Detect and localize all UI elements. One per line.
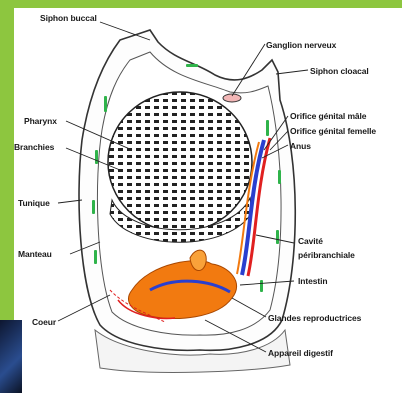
- label-cavite: Cavité: [298, 236, 323, 246]
- label-branchies: Branchies: [14, 142, 54, 152]
- label-orifice-genital-femelle: Orifice génital femelle: [290, 126, 376, 136]
- label-anus: Anus: [290, 141, 311, 151]
- label-tunique: Tunique: [18, 198, 50, 208]
- pharynx-basket: [108, 92, 252, 232]
- label-glandes-reproductrices: Glandes reproductrices: [268, 313, 361, 323]
- label-siphon-buccal: Siphon buccal: [40, 13, 97, 23]
- label-intestin: Intestin: [298, 276, 327, 286]
- label-ganglion-nerveux: Ganglion nerveux: [266, 40, 336, 50]
- label-manteau: Manteau: [18, 249, 52, 259]
- label-coeur: Coeur: [32, 317, 56, 327]
- label-pharynx: Pharynx: [24, 116, 57, 126]
- label-orifice-genital-male: Orifice génital mâle: [290, 111, 366, 121]
- label-peribranchiale: péribranchiale: [298, 250, 355, 260]
- label-appareil-digestif: Appareil digestif: [268, 348, 333, 358]
- label-siphon-cloacal: Siphon cloacal: [310, 66, 369, 76]
